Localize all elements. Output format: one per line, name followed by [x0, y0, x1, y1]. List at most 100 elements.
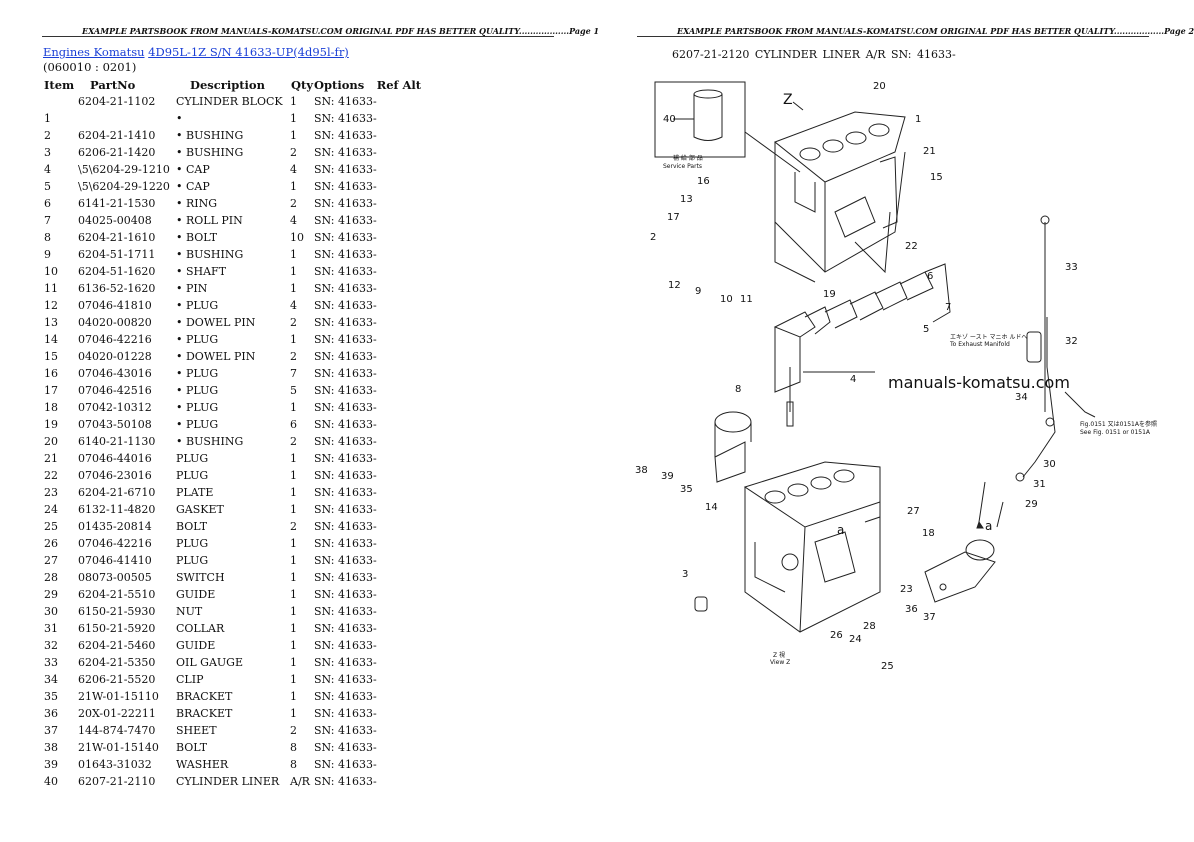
- lower-cylinder-block: [694, 411, 996, 633]
- cell-description: • BUSHING: [176, 146, 244, 159]
- cell-options: SN: 41633-: [314, 605, 377, 618]
- callout-18: 18: [922, 528, 935, 539]
- cell-item: 6: [44, 197, 51, 210]
- cell-partno: 04020-01228: [78, 350, 152, 363]
- arrow-a-label-2: a: [985, 519, 992, 533]
- cell-options: SN: 41633-: [314, 282, 377, 295]
- cell-qty: 1: [290, 129, 297, 142]
- service-parts-inset: 40 補 給 部 品 Service Parts: [654, 81, 801, 173]
- cell-partno: 6141-21-1530: [78, 197, 156, 210]
- cell-refalt: [377, 535, 421, 552]
- cell-partno: 6140-21-1130: [78, 435, 156, 448]
- cell-options: SN: 41633-: [314, 673, 377, 686]
- exploded-parts-diagram[interactable]: 40 補 給 部 品 Service Parts Z: [625, 72, 1157, 682]
- cell-options: SN: 41633-: [314, 537, 377, 550]
- cell-item: 11: [44, 282, 58, 295]
- cell-qty: A/R: [290, 775, 310, 788]
- cell-item: 35: [44, 690, 58, 703]
- cell-refalt: [377, 93, 421, 110]
- cell-refalt: [377, 569, 421, 586]
- cell-options: SN: 41633-: [314, 231, 377, 244]
- callout-2: 2: [650, 232, 656, 243]
- cell-qty: 1: [290, 622, 297, 635]
- page-number-2: Page 2: [1164, 26, 1194, 36]
- callout-3: 3: [682, 569, 688, 580]
- callout-8: 8: [735, 384, 741, 395]
- cell-description: PLUG: [176, 469, 209, 482]
- diagram-title: 6207-21-2120 CYLINDER LINER A/R SN: 4163…: [672, 48, 956, 61]
- cell-description: SHEET: [176, 724, 217, 737]
- cell-qty: 1: [290, 707, 297, 720]
- column-header-qty: Qty: [291, 77, 314, 92]
- cell-options: SN: 41633-: [314, 690, 377, 703]
- see-fig-note-en: See Fig. 0151 or 0151A: [1080, 429, 1151, 436]
- cell-options: SN: 41633-: [314, 554, 377, 567]
- parts-table: Item PartNo Description Qty Options Ref …: [44, 76, 421, 790]
- callout-34: 34: [1015, 392, 1028, 403]
- cell-refalt: [377, 127, 421, 144]
- callout-17: 17: [667, 212, 680, 223]
- callout-28: 28: [863, 621, 876, 632]
- cell-refalt: [377, 229, 421, 246]
- breadcrumb-link-model[interactable]: 4D95L-1Z S/N 41633-UP(4d95l-fr): [148, 45, 349, 59]
- callout-12: 12: [668, 280, 681, 291]
- cell-description: • PLUG: [176, 418, 219, 431]
- cell-refalt: [377, 688, 421, 705]
- cell-qty: 1: [290, 401, 297, 414]
- cell-refalt: [377, 297, 421, 314]
- callout-24: 24: [849, 634, 862, 645]
- breadcrumb-link-engines[interactable]: Engines Komatsu: [43, 45, 145, 59]
- cell-refalt: [377, 110, 421, 127]
- callout-15: 15: [930, 172, 943, 183]
- cell-options: SN: 41633-: [314, 758, 377, 771]
- diagram-page: EXAMPLE PARTSBOOK FROM MANUALS-KOMATSU.C…: [595, 0, 1194, 842]
- cell-item: 2: [44, 129, 51, 142]
- cell-description: COLLAR: [176, 622, 225, 635]
- cell-item: 17: [44, 384, 58, 397]
- cell-qty: 1: [290, 282, 297, 295]
- cell-partno: 6204-51-1620: [78, 265, 156, 278]
- cell-item: 18: [44, 401, 58, 414]
- callout-32: 32: [1065, 336, 1078, 347]
- cell-options: SN: 41633-: [314, 316, 377, 329]
- cell-item: 36: [44, 707, 58, 720]
- cell-qty: 1: [290, 605, 297, 618]
- callout-37: 37: [923, 612, 936, 623]
- cell-partno: 07046-41410: [78, 554, 152, 567]
- callout-14: 14: [705, 502, 718, 513]
- cell-partno: 6132-11-4820: [78, 503, 156, 516]
- cell-refalt: [377, 450, 421, 467]
- cell-options: SN: 41633-: [314, 129, 377, 142]
- callout-20: 20: [873, 81, 886, 92]
- cell-refalt: [377, 144, 421, 161]
- cell-options: SN: 41633-: [314, 350, 377, 363]
- cell-refalt: [377, 399, 421, 416]
- cell-item: 28: [44, 571, 58, 584]
- page-header-2: EXAMPLE PARTSBOOK FROM MANUALS-KOMATSU.C…: [677, 26, 1194, 36]
- callout-13: 13: [680, 194, 693, 205]
- cell-qty: 1: [290, 673, 297, 686]
- view-caption-2: View Z: [770, 659, 790, 666]
- cell-description: CYLINDER BLOCK: [176, 95, 283, 108]
- cell-options: SN: 41633-: [314, 622, 377, 635]
- cell-description: • DOWEL PIN: [176, 350, 256, 363]
- cell-refalt: [377, 263, 421, 280]
- cell-description: GUIDE: [176, 639, 216, 652]
- cell-item: 26: [44, 537, 58, 550]
- cell-refalt: [377, 637, 421, 654]
